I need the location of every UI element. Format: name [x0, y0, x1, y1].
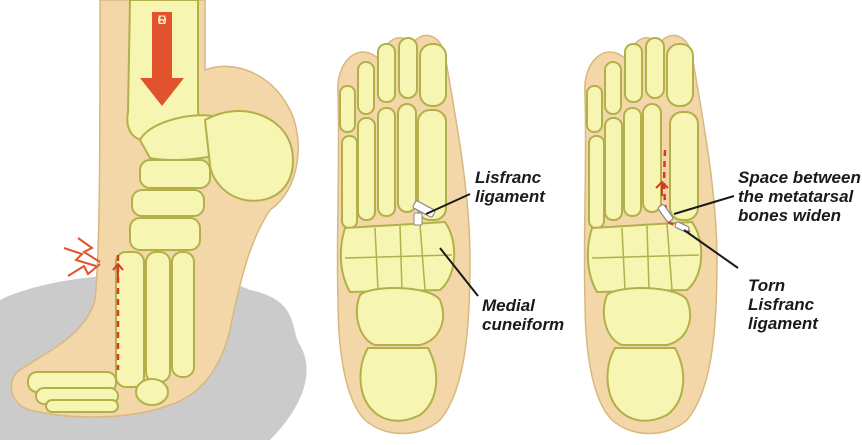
calcaneus-n — [361, 348, 437, 421]
meta-5-i — [589, 136, 604, 228]
label-torn-ligament: Torn Lisfranc ligament — [748, 276, 818, 333]
sesamoid-bone — [136, 379, 168, 405]
top-view-normal — [337, 35, 478, 433]
meta-4-n — [358, 118, 375, 220]
toe-4-i — [605, 62, 621, 114]
label-lisfranc-line-1: Lisfranc — [475, 168, 545, 187]
toe-3 — [46, 400, 118, 412]
toe-big-i — [667, 44, 693, 106]
toe-5-i — [587, 86, 602, 132]
cuboid-bone — [130, 218, 200, 250]
meta-3-i — [624, 108, 641, 216]
label-cuneiform-line-1: Medial — [482, 296, 564, 315]
force-letter-e: E — [155, 14, 169, 27]
meta-4-i — [605, 118, 622, 220]
toe-4-n — [358, 62, 374, 114]
meta-5-n — [342, 136, 357, 228]
toe-5-n — [340, 86, 355, 132]
navicular-bone — [140, 160, 210, 188]
meta-1-i — [670, 112, 698, 220]
toe-2-i — [646, 38, 664, 98]
meta-3-n — [378, 108, 395, 216]
label-lisfranc-ligament: Lisfranc ligament — [475, 168, 545, 206]
toe-3-n — [378, 44, 395, 102]
label-space-line-2: the metatarsal — [738, 187, 861, 206]
metatarsal-3 — [172, 252, 194, 377]
label-space-line-3: bones widen — [738, 206, 861, 225]
label-torn-line-3: ligament — [748, 314, 818, 333]
label-space-between: Space between the metatarsal bones widen — [738, 168, 861, 225]
pain-zigzag-1 — [78, 238, 100, 262]
label-torn-line-2: Lisfranc — [748, 295, 818, 314]
toe-big-n — [420, 44, 446, 106]
toe-2-n — [399, 38, 417, 98]
top-view-injured — [584, 35, 738, 433]
side-view-foot — [0, 0, 307, 440]
metatarsal-2 — [146, 252, 170, 382]
label-lisfranc-line-2: ligament — [475, 187, 545, 206]
meta-2-n — [398, 104, 416, 212]
label-space-line-1: Space between — [738, 168, 861, 187]
cuneiform-bone — [132, 190, 204, 216]
toe-3-i — [625, 44, 642, 102]
label-medial-cuneiform: Medial cuneiform — [482, 296, 564, 334]
label-cuneiform-line-2: cuneiform — [482, 315, 564, 334]
lisfranc-ligament-marker-n2 — [414, 213, 422, 225]
metatarsal-1 — [116, 252, 144, 387]
talus-n — [357, 288, 443, 345]
calcaneus-i — [608, 348, 684, 421]
label-torn-line-1: Torn — [748, 276, 818, 295]
talus-i — [604, 288, 690, 345]
meta-2-i — [643, 104, 661, 212]
